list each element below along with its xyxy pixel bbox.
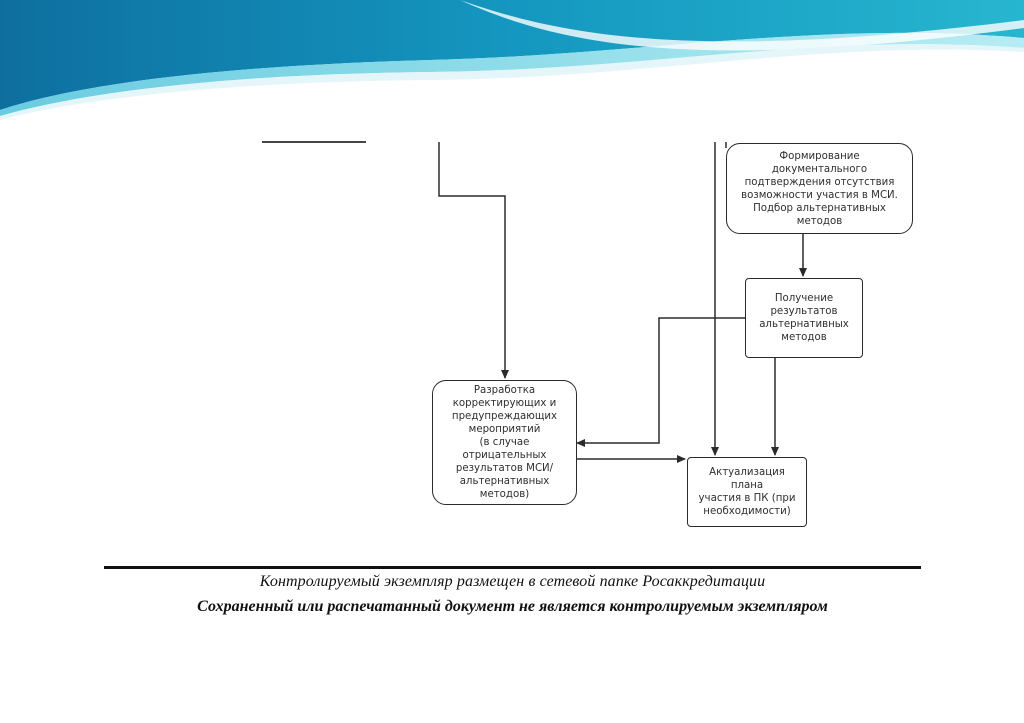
node-corrective-measures: Разработка корректирующих и предупреждаю… xyxy=(432,380,577,505)
node-forming-documentation: Формирование документального подтвержден… xyxy=(726,143,913,234)
footer-uncontrolled-copy-note: Сохраненный или распечатанный документ н… xyxy=(104,598,921,616)
connector-to-corrective xyxy=(439,142,505,378)
node-update-plan: Актуализация плана участия в ПК (при нео… xyxy=(687,457,807,527)
connector-results-to-corrective xyxy=(577,318,745,443)
footer-controlled-copy-note: Контролируемый экземпляр размещен в сете… xyxy=(104,573,921,591)
node-alternative-results: Получение результатов альтернативных мет… xyxy=(745,278,863,358)
footer-divider xyxy=(104,566,921,569)
